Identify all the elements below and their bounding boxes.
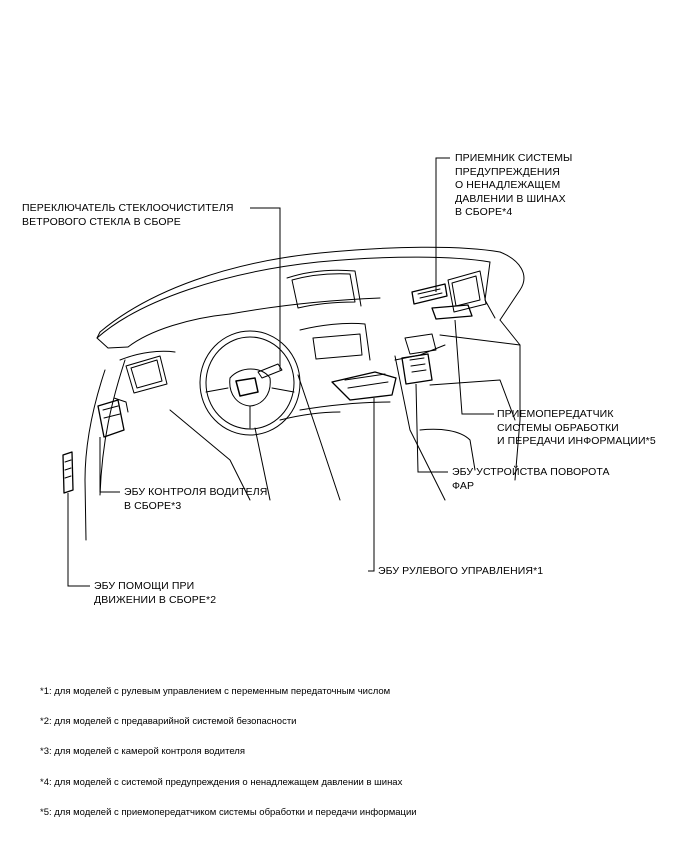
leader-driver-monitor: [99, 437, 120, 493]
transceiver-part: [431, 304, 473, 320]
headlamp-swivel-ecu-part: [401, 333, 437, 385]
driver-monitor-ecu-part: [97, 397, 129, 438]
callout-steering-ecu: ЭБУ РУЛЕВОГО УПРАВЛЕНИЯ*1: [378, 565, 544, 577]
callout-driving-support-ecu: ЭБУ ПОМОЩИ ПРИ ДВИЖЕНИИ В СБОРЕ*2: [94, 580, 217, 606]
driving-support-ecu-part: [62, 451, 74, 494]
callout-driver-monitor-ecu: ЭБУ КОНТРОЛЯ ВОДИТЕЛЯ В СБОРЕ*3: [124, 486, 268, 512]
leader-headlamp-swivel: [415, 383, 448, 473]
steering-ecu-part: [331, 371, 397, 401]
steering-wheel: [199, 330, 301, 436]
leader-driving-support: [67, 493, 90, 587]
callout-wiper-switch: ПЕРЕКЛЮЧАТЕЛЬ СТЕКЛООЧИСТИТЕЛЯ ВЕТРОВОГО…: [22, 202, 234, 228]
footnote-2: *2: для моделей с предаварийной системой…: [40, 716, 297, 727]
leader-wiper-switch: [250, 207, 281, 370]
footnote-1: *1: для моделей с рулевым управлением с …: [40, 686, 391, 697]
callout-transceiver: ПРИЕМОПЕРЕДАТЧИК СИСТЕМЫ ОБРАБОТКИ И ПЕР…: [497, 408, 656, 447]
tpms-receiver-part: [411, 283, 448, 305]
leader-transceiver: [454, 319, 494, 415]
leader-steering-ecu: [368, 398, 375, 572]
leader-receiver-tpms: [435, 157, 450, 292]
footnote-5: *5: для моделей с приемопередатчиком сис…: [40, 807, 417, 818]
footnote-3: *3: для моделей с камерой контроля водит…: [40, 746, 245, 757]
footnote-4: *4: для моделей с системой предупреждени…: [40, 777, 403, 788]
callout-headlamp-swivel-ecu: ЭБУ УСТРОЙСТВА ПОВОРОТА ФАР: [452, 466, 610, 492]
callout-receiver-tpms: ПРИЕМНИК СИСТЕМЫ ПРЕДУПРЕЖДЕНИЯ О НЕНАДЛ…: [455, 152, 573, 218]
